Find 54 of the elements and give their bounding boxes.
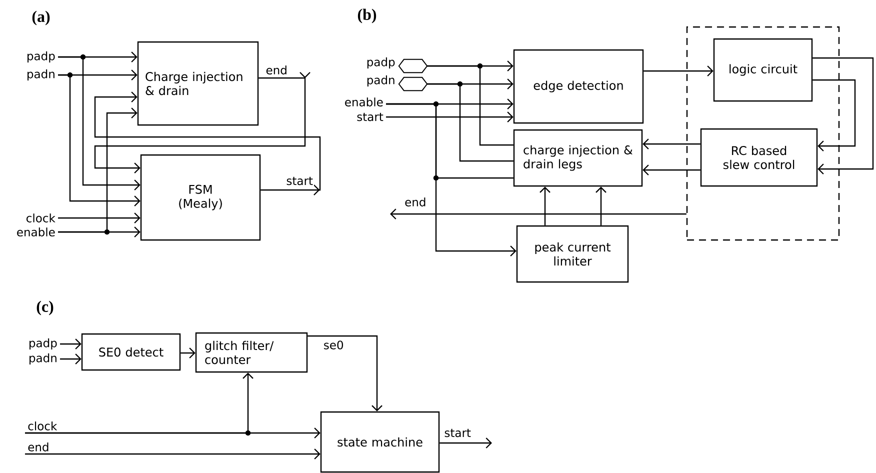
panel-label: (c) — [36, 300, 54, 316]
signal-arrow — [58, 212, 140, 224]
signal-arrow — [25, 448, 320, 460]
signal-arrow — [60, 338, 82, 350]
signal-arrow — [386, 103, 516, 256]
edge-label: start — [285, 176, 314, 186]
signal-label: padn — [367, 75, 394, 87]
signal-arrow — [642, 138, 700, 150]
signal-arrow — [644, 66, 714, 76]
signal-arrow — [58, 74, 140, 206]
signal-arrow — [60, 354, 82, 364]
block-box: Charge injection & drain — [137, 41, 259, 126]
block-box: logic circuit — [713, 38, 813, 102]
block-box: glitch filter/ counter — [195, 332, 308, 373]
signal-label: padp — [367, 57, 395, 69]
block-box: state machine — [320, 411, 440, 473]
signal-arrow — [308, 335, 382, 412]
signal-label: enable — [17, 228, 55, 236]
signal-label: padn — [30, 353, 56, 365]
signal-label: start — [357, 112, 384, 122]
block-box: peak current limiter — [516, 225, 629, 283]
signal-arrow — [180, 348, 196, 358]
block-box: FSM (Mealy) — [140, 154, 261, 241]
panel-label: (a) — [32, 10, 50, 26]
block-box: edge detection — [513, 49, 644, 124]
edge-label: end — [404, 196, 428, 208]
dashed-group-box — [686, 26, 840, 241]
signal-arrow — [440, 438, 492, 448]
edge-label: se0 — [322, 340, 345, 350]
edge-label: start — [443, 428, 472, 438]
signal-label: end — [28, 442, 48, 452]
block-box: RC based slew control — [700, 128, 818, 187]
signal-arrow — [812, 57, 874, 174]
signal-arrow — [94, 72, 310, 174]
signal-arrow — [58, 108, 138, 233]
signal-arrow — [812, 79, 856, 152]
signal-arrow — [25, 372, 254, 434]
signal-label: enable — [345, 98, 383, 106]
signal-label: clock — [26, 214, 56, 222]
signal-label: padp — [28, 51, 55, 63]
block-box: charge injection & drain legs — [513, 129, 643, 187]
signal-arrow — [94, 92, 321, 196]
signal-arrow — [58, 56, 140, 190]
block-box: SE0 detect — [81, 333, 181, 371]
signal-arrow — [540, 186, 550, 226]
signal-arrow — [642, 164, 700, 176]
signal-arrow — [596, 186, 606, 226]
signal-label: clock — [28, 422, 58, 430]
edge-label: end — [264, 64, 288, 76]
signal-arrow — [390, 208, 686, 220]
signal-label: padn — [28, 69, 54, 81]
signal-arrow — [386, 112, 514, 122]
panel-label: (b) — [358, 8, 376, 24]
signal-label: padp — [30, 338, 57, 350]
